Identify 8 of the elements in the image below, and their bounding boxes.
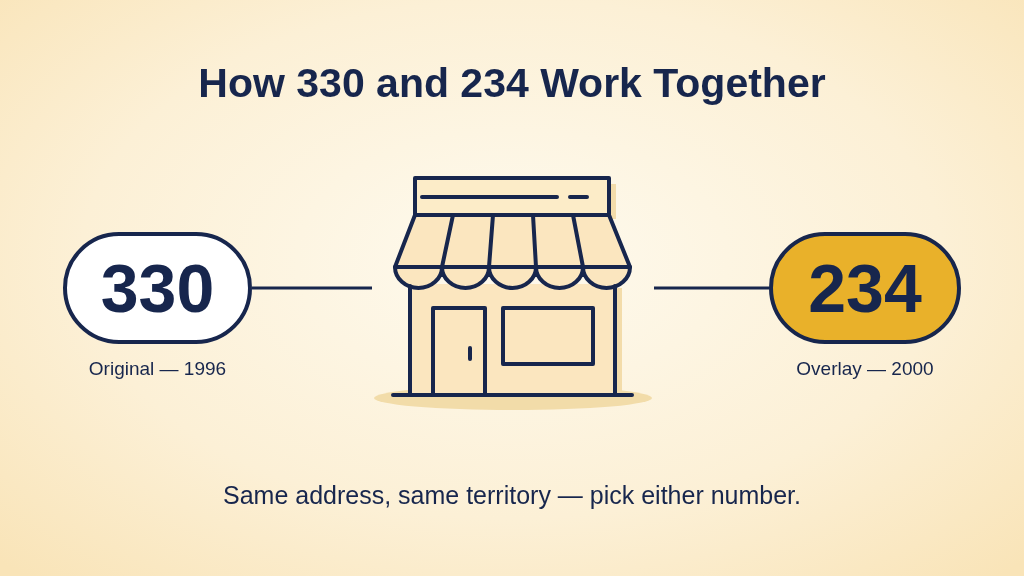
title-text: How 330 and 234 Work Together xyxy=(197,60,827,107)
year-label: Original — 1996 xyxy=(87,358,228,380)
connector-line xyxy=(654,286,769,290)
year-label: Overlay — 2000 xyxy=(795,358,935,380)
area-code-pill: 330 xyxy=(63,232,252,344)
connector-line xyxy=(252,286,372,290)
area-code-pill: 234 xyxy=(769,232,961,344)
caption-text: Same address, same territory — pick either number. xyxy=(222,481,802,510)
